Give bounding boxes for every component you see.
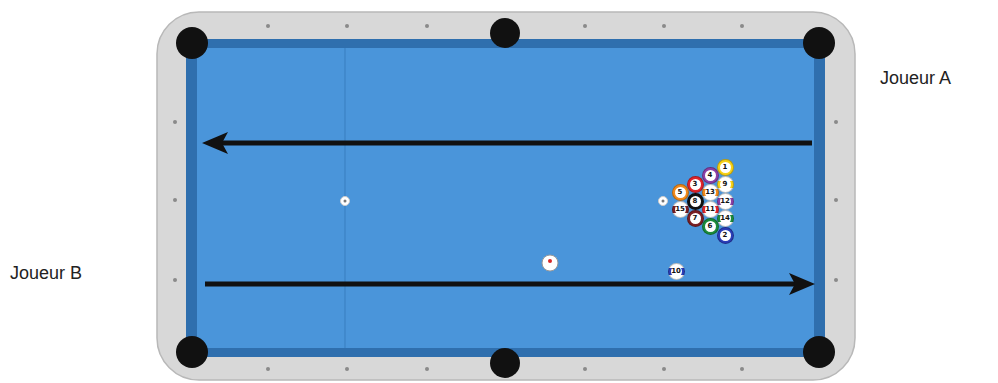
- ball-number: 12: [720, 196, 731, 207]
- pocket: [490, 18, 520, 48]
- pool-ball: 2: [717, 227, 734, 244]
- ball-number: 10: [671, 266, 682, 277]
- ball-number: 4: [705, 170, 716, 181]
- arrow-player-b: [205, 273, 815, 295]
- pool-ball: 13: [702, 184, 719, 201]
- pool-ball: 8: [687, 193, 704, 210]
- ball-number: 6: [705, 221, 716, 232]
- ball-number: 14: [720, 213, 731, 224]
- pockets: [176, 18, 835, 378]
- player-label: Joueur A: [880, 68, 951, 89]
- arrow-player-a: [202, 132, 812, 154]
- ball-number: 7: [690, 213, 701, 224]
- ball-number: 15: [675, 204, 686, 215]
- pool-ball: 3: [687, 176, 704, 193]
- pocket: [490, 348, 520, 378]
- pocket: [176, 336, 208, 368]
- table-felt: [197, 48, 814, 348]
- ball-number: 11: [705, 204, 716, 215]
- pocket: [176, 27, 208, 59]
- pool-ball: 4: [702, 167, 719, 184]
- pool-ball: 5: [672, 184, 689, 201]
- pool-ball: 9: [717, 176, 734, 193]
- pool-ball: 7: [687, 210, 704, 227]
- table-cushion: [186, 39, 825, 357]
- ball-number: 3: [690, 179, 701, 190]
- pool-ball: 6: [702, 218, 719, 235]
- pocket: [803, 336, 835, 368]
- pool-ball: 14: [717, 210, 734, 227]
- ball-number: 13: [705, 187, 716, 198]
- ball-number: 2: [720, 230, 731, 241]
- ball-number: 9: [720, 179, 731, 190]
- ball-number: 8: [690, 196, 701, 207]
- ball-number: 1: [720, 162, 731, 173]
- table-spots: [341, 197, 668, 206]
- pool-ball: 12: [717, 193, 734, 210]
- pocket: [803, 27, 835, 59]
- rail-diamonds: [173, 24, 838, 371]
- player-label: Joueur B: [10, 263, 82, 284]
- pool-ball: 11: [702, 201, 719, 218]
- pool-ball: 10: [668, 263, 685, 280]
- table-rail: [157, 12, 855, 380]
- pool-ball: 15: [672, 201, 689, 218]
- cue-ball: [542, 255, 558, 271]
- ball-number: 5: [675, 187, 686, 198]
- pool-ball: 1: [717, 159, 734, 176]
